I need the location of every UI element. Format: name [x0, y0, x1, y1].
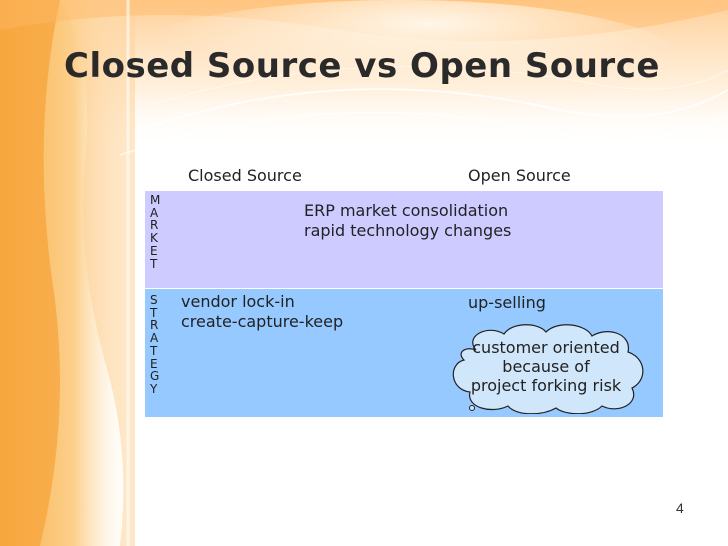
closed-strategy-line: vendor lock-in	[181, 292, 295, 311]
market-label-letter: T	[150, 256, 158, 271]
market-label-letter: R	[150, 218, 159, 233]
market-line: ERP market consolidation	[304, 201, 509, 220]
strategy-closed-cell: vendor lock-in create-capture-keep	[181, 292, 343, 332]
cloud-line: because of	[502, 357, 590, 376]
open-source-header: Open Source	[468, 166, 571, 185]
market-label-letter: K	[150, 231, 158, 246]
market-label-letter: M	[150, 193, 161, 207]
strategy-label-letter: E	[150, 356, 158, 371]
strategy-label-letter: G	[150, 369, 160, 384]
market-label-letter: A	[150, 205, 159, 220]
cloud-callout-shape	[452, 324, 644, 414]
page-number: 4	[676, 500, 684, 516]
market-shared-cell: ERP market consolidation rapid technolog…	[304, 201, 511, 241]
market-row-band	[145, 191, 663, 288]
strategy-label-letter: R	[150, 318, 159, 333]
cloud-line: customer oriented	[472, 338, 620, 357]
cloud-callout-text: customer oriented because of project for…	[446, 338, 646, 395]
open-strategy-line: up-selling	[468, 293, 546, 312]
closed-source-header: Closed Source	[188, 166, 302, 185]
strategy-label-letter: A	[150, 331, 159, 346]
strategy-label-letter: T	[150, 343, 158, 358]
strategy-label-letter: T	[150, 305, 158, 320]
strategy-label-letter: Y	[150, 381, 158, 396]
strategy-label-letter: S	[150, 293, 158, 307]
market-label-letter: E	[150, 243, 158, 258]
closed-strategy-line: create-capture-keep	[181, 312, 344, 331]
strategy-row-label: S T R A T E G Y	[150, 294, 159, 396]
market-line: rapid technology changes	[304, 221, 512, 240]
slide-title: Closed Source vs Open Source	[64, 46, 660, 86]
cloud-line: project forking risk	[470, 376, 622, 395]
market-row-label: M A R K E T	[150, 194, 160, 270]
